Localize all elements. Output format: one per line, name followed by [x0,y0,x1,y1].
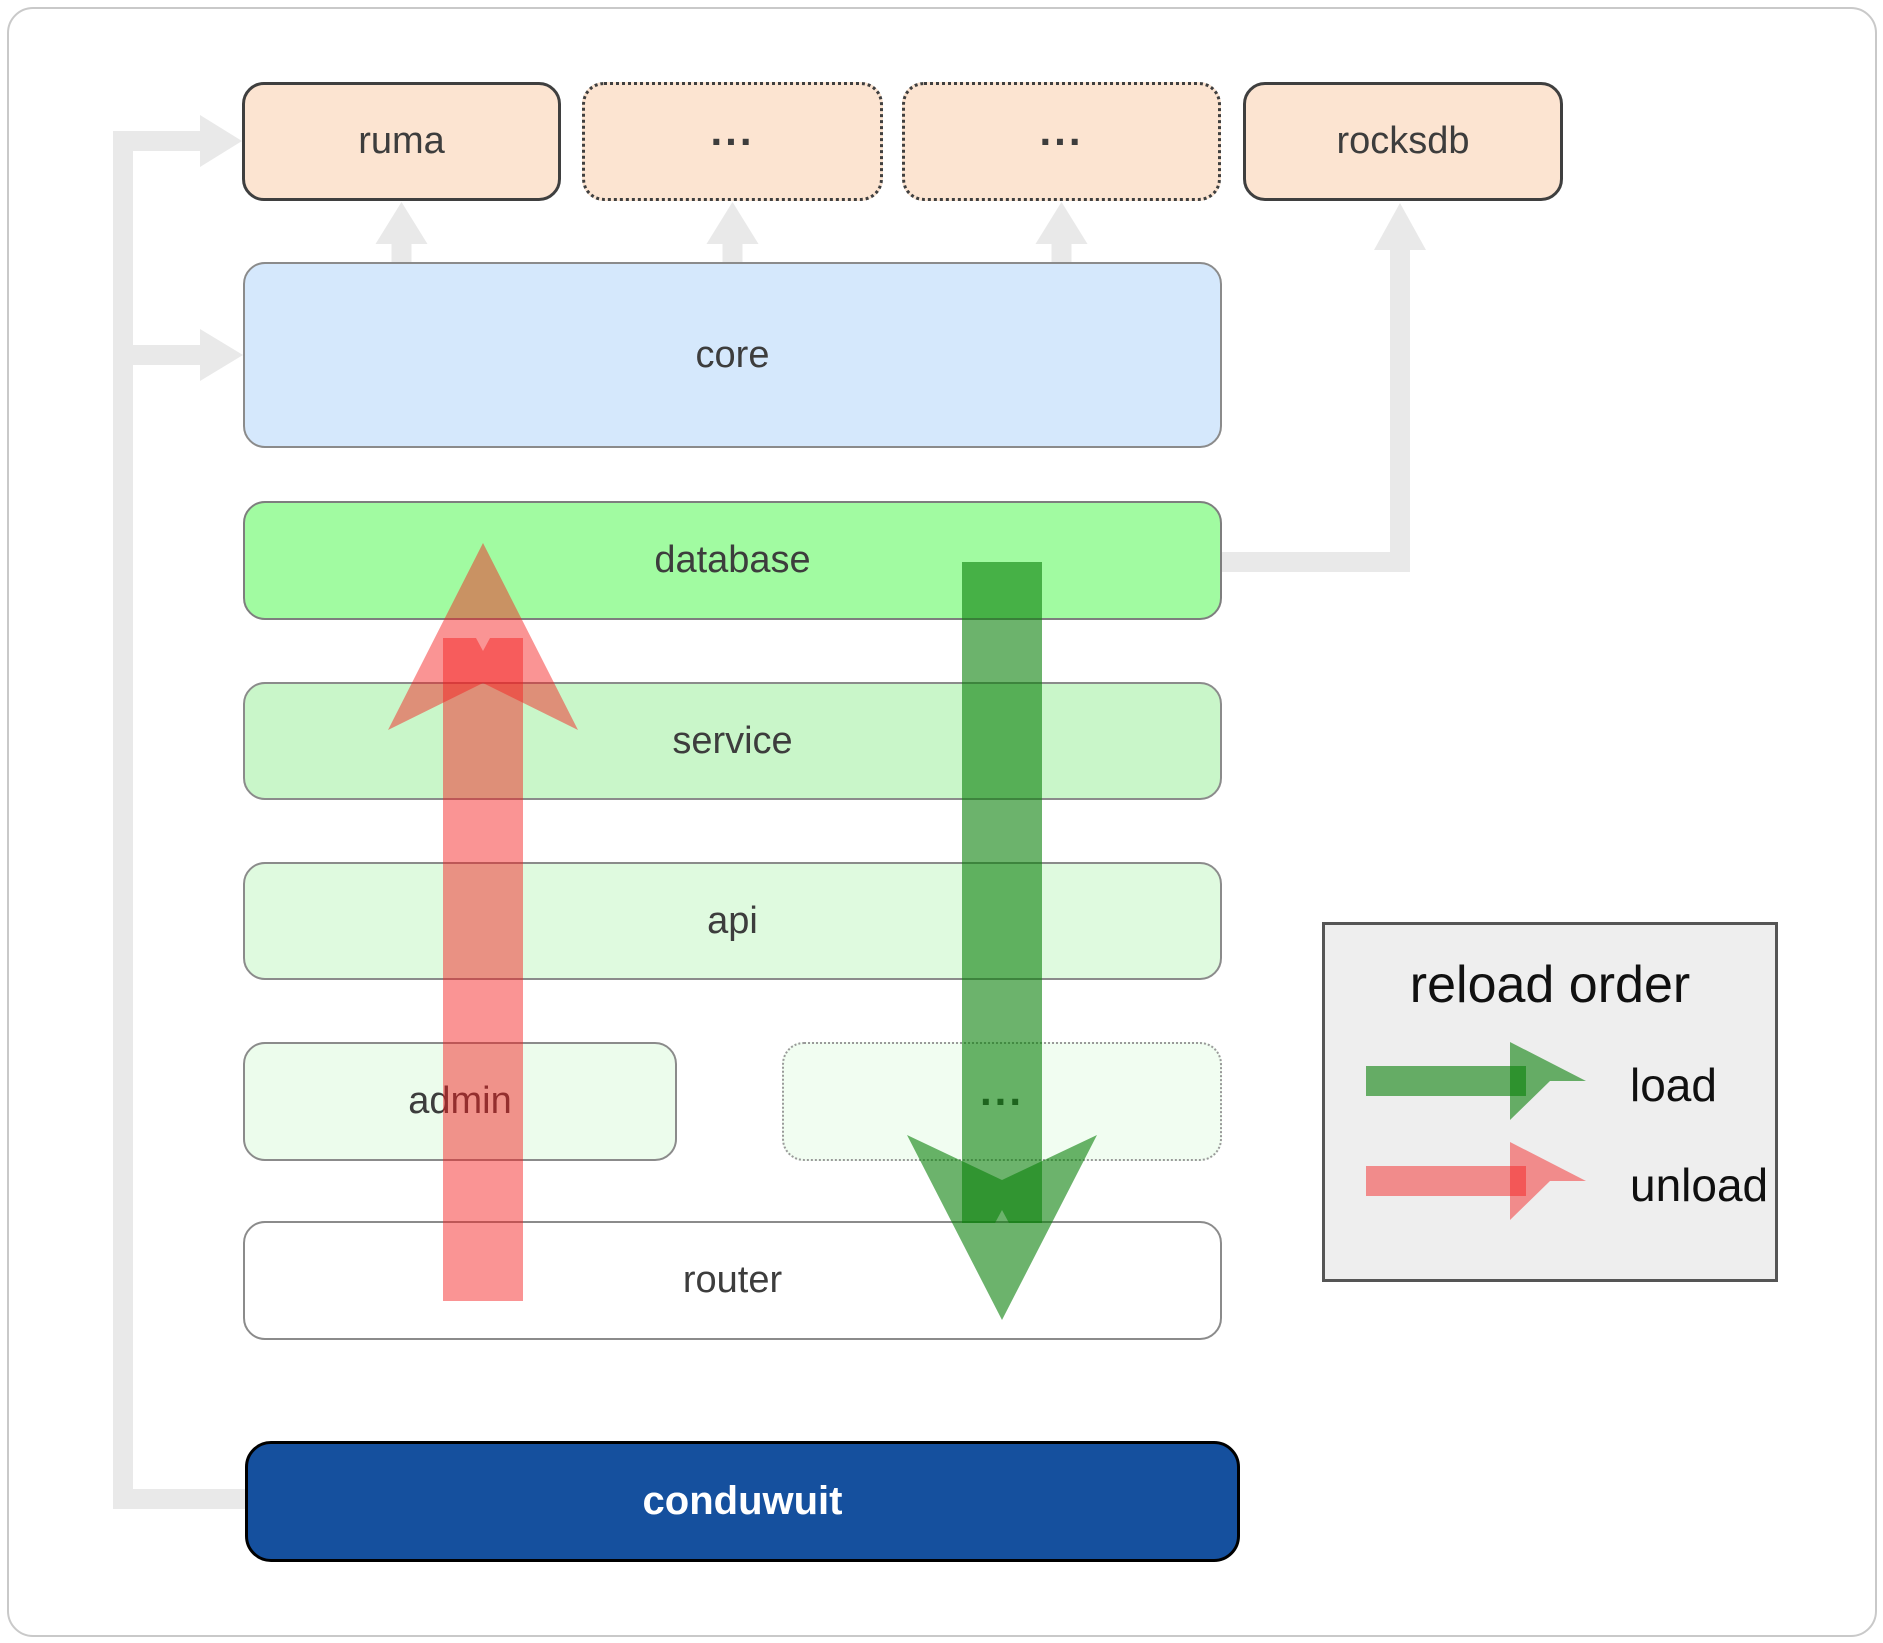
node-ellipsis-admin-row: ... [782,1042,1222,1161]
node-admin: admin [243,1042,677,1161]
node-ruma-label: ruma [358,120,445,162]
node-ellipsis-top-1: ... [582,82,883,201]
legend-label-load: load [1630,1059,1717,1111]
node-core: core [243,262,1222,448]
node-service-label: service [672,719,793,762]
node-ellipsis-top-2-label: ... [1039,106,1084,154]
load-arrow-icon [1366,1042,1586,1120]
node-rocksdb-label: rocksdb [1336,120,1470,162]
node-database: database [243,501,1222,620]
node-database-label: database [654,539,811,581]
legend-label-unload: unload [1630,1159,1769,1211]
node-conduwuit-label: conduwuit [642,1479,843,1523]
node-router-label: router [682,1259,783,1301]
legend-title: reload order [1409,956,1691,1014]
node-ellipsis-top-1-label: ... [710,106,755,154]
unload-arrow-icon [1366,1142,1586,1220]
node-service: service [243,682,1222,800]
node-router: router [243,1221,1222,1340]
node-ellipsis-admin-row-label: ... [979,1066,1024,1114]
node-admin-label: admin [408,1080,512,1122]
legend-reload-order: reload order load unload [1322,922,1778,1282]
node-ellipsis-top-2: ... [902,82,1221,201]
node-rocksdb: rocksdb [1243,82,1563,201]
diagram-outer-border [7,7,1877,1637]
node-core-label: core [695,333,770,376]
node-api-label: api [707,899,758,942]
node-ruma: ruma [242,82,561,201]
node-conduwuit: conduwuit [245,1441,1240,1562]
node-api: api [243,862,1222,980]
